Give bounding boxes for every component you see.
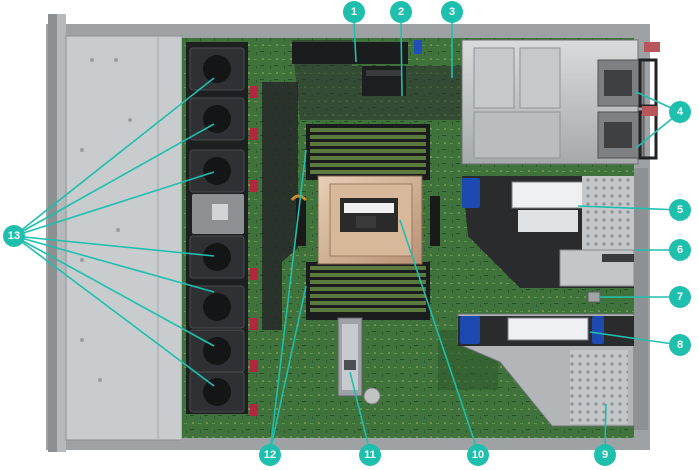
svg-text:7: 7 [677,291,683,303]
callout-5: 5 [669,199,691,221]
svg-text:4: 4 [677,106,684,118]
callout-12: 12 [259,444,281,466]
svg-text:2: 2 [398,6,404,18]
power-supply-2 [597,106,658,160]
psu-2-release [642,106,658,116]
callout-10: 10 [467,444,489,466]
svg-text:1: 1 [351,6,357,18]
psu-1-release [644,42,660,52]
riser-latch-blue-3 [592,316,604,344]
riser-latch-blue-1 [462,178,480,208]
fan-connectors [250,86,258,416]
callout-1: 1 [343,1,365,23]
svg-text:8: 8 [677,339,683,351]
fan-array [186,42,248,414]
svg-text:6: 6 [677,244,683,256]
callout-8: 8 [669,334,691,356]
leader-lines [13,21,681,453]
processor-retention-clips [296,196,440,246]
usb-port [587,291,601,303]
callout-13: 13 [3,225,25,247]
riser-cage-secondary [457,313,635,427]
callout-7: 7 [669,286,691,308]
riser-cage-primary [462,176,642,288]
battery [363,387,381,405]
blank-slot-cover [602,254,642,262]
power-supply-1 [597,42,660,108]
orange-cable [290,194,308,202]
dimm-bank-upper [306,124,430,180]
callout-9: 9 [594,444,616,466]
dimm-bank-lower [306,262,430,320]
drive-cage [65,35,183,441]
svg-text:3: 3 [449,6,455,18]
air-baffle [262,82,298,330]
svg-text:5: 5 [677,204,683,216]
rear-panel [634,168,648,430]
callout-6: 6 [669,239,691,261]
callout-11: 11 [359,444,381,466]
callout-2: 2 [390,1,412,23]
processor-heatsink [317,175,423,265]
blue-latch [414,40,422,54]
svg-text:9: 9 [602,449,608,461]
svg-text:13: 13 [8,230,20,242]
svg-text:10: 10 [472,449,484,461]
drive-cage-rivets [80,58,132,382]
svg-text:11: 11 [364,449,376,461]
boot-device [337,317,363,397]
callout-3: 3 [441,1,463,23]
riser-latch-blue-2 [460,316,480,344]
expansion-connector-1 [292,42,408,64]
callout-4: 4 [669,101,691,123]
svg-text:12: 12 [264,449,276,461]
front-bezel-edge [57,14,66,452]
